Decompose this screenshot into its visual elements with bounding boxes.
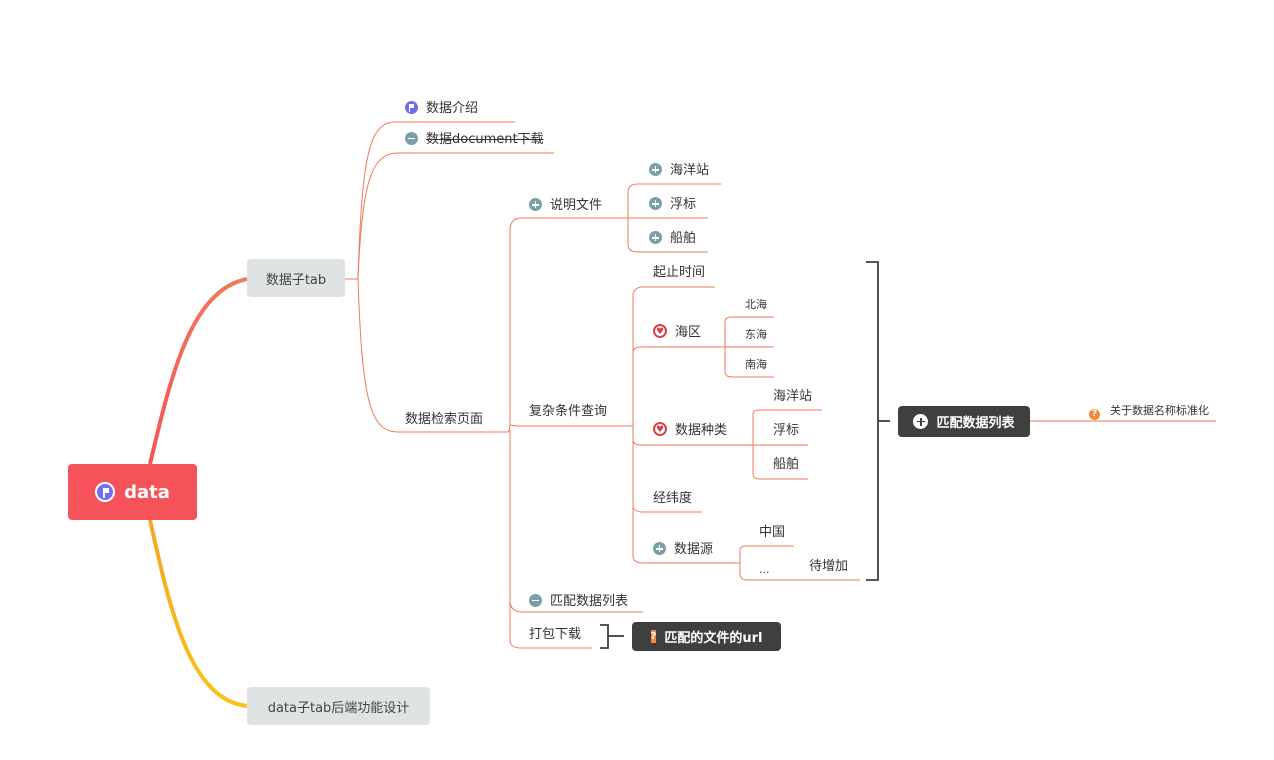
expand-icon[interactable] xyxy=(653,542,666,555)
topic-data-type[interactable]: 数据种类 xyxy=(653,421,728,440)
topic-readme-buoy[interactable]: 浮标 xyxy=(649,196,696,214)
topic-label: 待增加 xyxy=(809,559,849,574)
topic-type-station[interactable]: 海洋站 xyxy=(773,388,812,406)
topic-sea-north[interactable]: 北海 xyxy=(745,296,767,314)
topic-latlon[interactable]: 经纬度 xyxy=(653,490,692,508)
collapse-icon[interactable] xyxy=(529,594,542,607)
topic-source-china[interactable]: 中国 xyxy=(759,524,785,542)
topic-label: 南海 xyxy=(745,358,767,371)
topic-complex-query-label: 复杂条件查询 xyxy=(529,404,608,419)
topic-doc-download[interactable]: 数据document下载 xyxy=(405,131,544,149)
topic-intro[interactable]: 数据介绍 xyxy=(405,100,478,118)
topic-name-standardization[interactable]: ? 关于数据名称标准化 xyxy=(1089,402,1209,420)
expand-icon[interactable] xyxy=(529,198,542,211)
topic-pack-download[interactable]: 打包下载 xyxy=(529,626,581,644)
topic-readme-ship[interactable]: 船舶 xyxy=(649,230,696,248)
topic-backend-design-label: data子tab后端功能设计 xyxy=(267,700,410,716)
topic-sea-area[interactable]: 海区 xyxy=(653,323,702,342)
topic-readme-station[interactable]: 海洋站 xyxy=(649,162,709,180)
topic-data-tab[interactable]: 数据子tab xyxy=(247,259,345,297)
topic-sea-south[interactable]: 南海 xyxy=(745,356,767,374)
topic-sea-east[interactable]: 东海 xyxy=(745,326,767,344)
summary-file-url-label: 匹配的文件的url xyxy=(664,631,763,646)
topic-label: 海洋站 xyxy=(670,163,710,178)
topic-search-page[interactable]: 数据检索页面 xyxy=(405,411,483,429)
summary-match-list-label: 匹配数据列表 xyxy=(936,416,1015,431)
question-icon: ? xyxy=(650,630,657,643)
topic-time[interactable]: 起止时间 xyxy=(653,264,705,282)
topic-data-tab-label: 数据子tab xyxy=(265,272,327,288)
topic-complex-query[interactable]: 复杂条件查询 xyxy=(529,403,607,421)
topic-source[interactable]: 数据源 xyxy=(653,541,713,559)
topic-readme-label: 说明文件 xyxy=(550,198,603,213)
expand-icon[interactable] xyxy=(649,197,662,210)
topic-label: 浮标 xyxy=(773,423,800,438)
topic-match-list[interactable]: 匹配数据列表 xyxy=(529,593,628,611)
expand-icon[interactable] xyxy=(649,231,662,244)
topic-source-ellipsis[interactable]: ... xyxy=(759,561,770,579)
collapse-icon[interactable] xyxy=(405,132,418,145)
summary-match-list[interactable]: 匹配数据列表 xyxy=(898,406,1030,437)
topic-search-page-label: 数据检索页面 xyxy=(405,412,484,427)
topic-label: 海洋站 xyxy=(773,389,813,404)
root-label: data xyxy=(124,481,170,503)
expand-icon[interactable] xyxy=(913,414,929,429)
topic-time-label: 起止时间 xyxy=(653,265,706,280)
topic-data-type-label: 数据种类 xyxy=(675,423,728,438)
topic-label: 船舶 xyxy=(773,457,800,472)
topic-source-pending[interactable]: 待增加 xyxy=(809,558,848,576)
topic-label: 东海 xyxy=(745,328,767,341)
expand-icon[interactable] xyxy=(649,163,662,176)
topic-label: 船舶 xyxy=(670,231,697,246)
topic-backend-design[interactable]: data子tab后端功能设计 xyxy=(247,687,430,725)
topic-label: 浮标 xyxy=(670,197,697,212)
flag-icon xyxy=(95,482,116,502)
root-topic[interactable]: data xyxy=(68,464,197,520)
topic-latlon-label: 经纬度 xyxy=(653,491,693,506)
heart-icon xyxy=(653,323,667,341)
topic-type-ship[interactable]: 船舶 xyxy=(773,456,799,474)
topic-label: ... xyxy=(759,563,770,576)
topic-pack-download-label: 打包下载 xyxy=(529,627,582,642)
heart-icon xyxy=(653,421,667,439)
topic-source-label: 数据源 xyxy=(674,542,714,557)
topic-doc-download-label: 数据document下载 xyxy=(426,132,544,147)
topic-sea-area-label: 海区 xyxy=(675,325,702,340)
question-icon: ? xyxy=(1089,409,1100,420)
topic-type-buoy[interactable]: 浮标 xyxy=(773,422,799,440)
topic-label: 中国 xyxy=(759,525,786,540)
summary-file-url[interactable]: ? 匹配的文件的url xyxy=(632,622,781,651)
topic-label: 北海 xyxy=(745,298,767,311)
topic-readme[interactable]: 说明文件 xyxy=(529,197,602,215)
topic-match-list-label: 匹配数据列表 xyxy=(550,594,629,609)
topic-name-standardization-label: 关于数据名称标准化 xyxy=(1110,404,1209,417)
topic-intro-label: 数据介绍 xyxy=(426,101,479,116)
flag-icon xyxy=(405,101,418,114)
